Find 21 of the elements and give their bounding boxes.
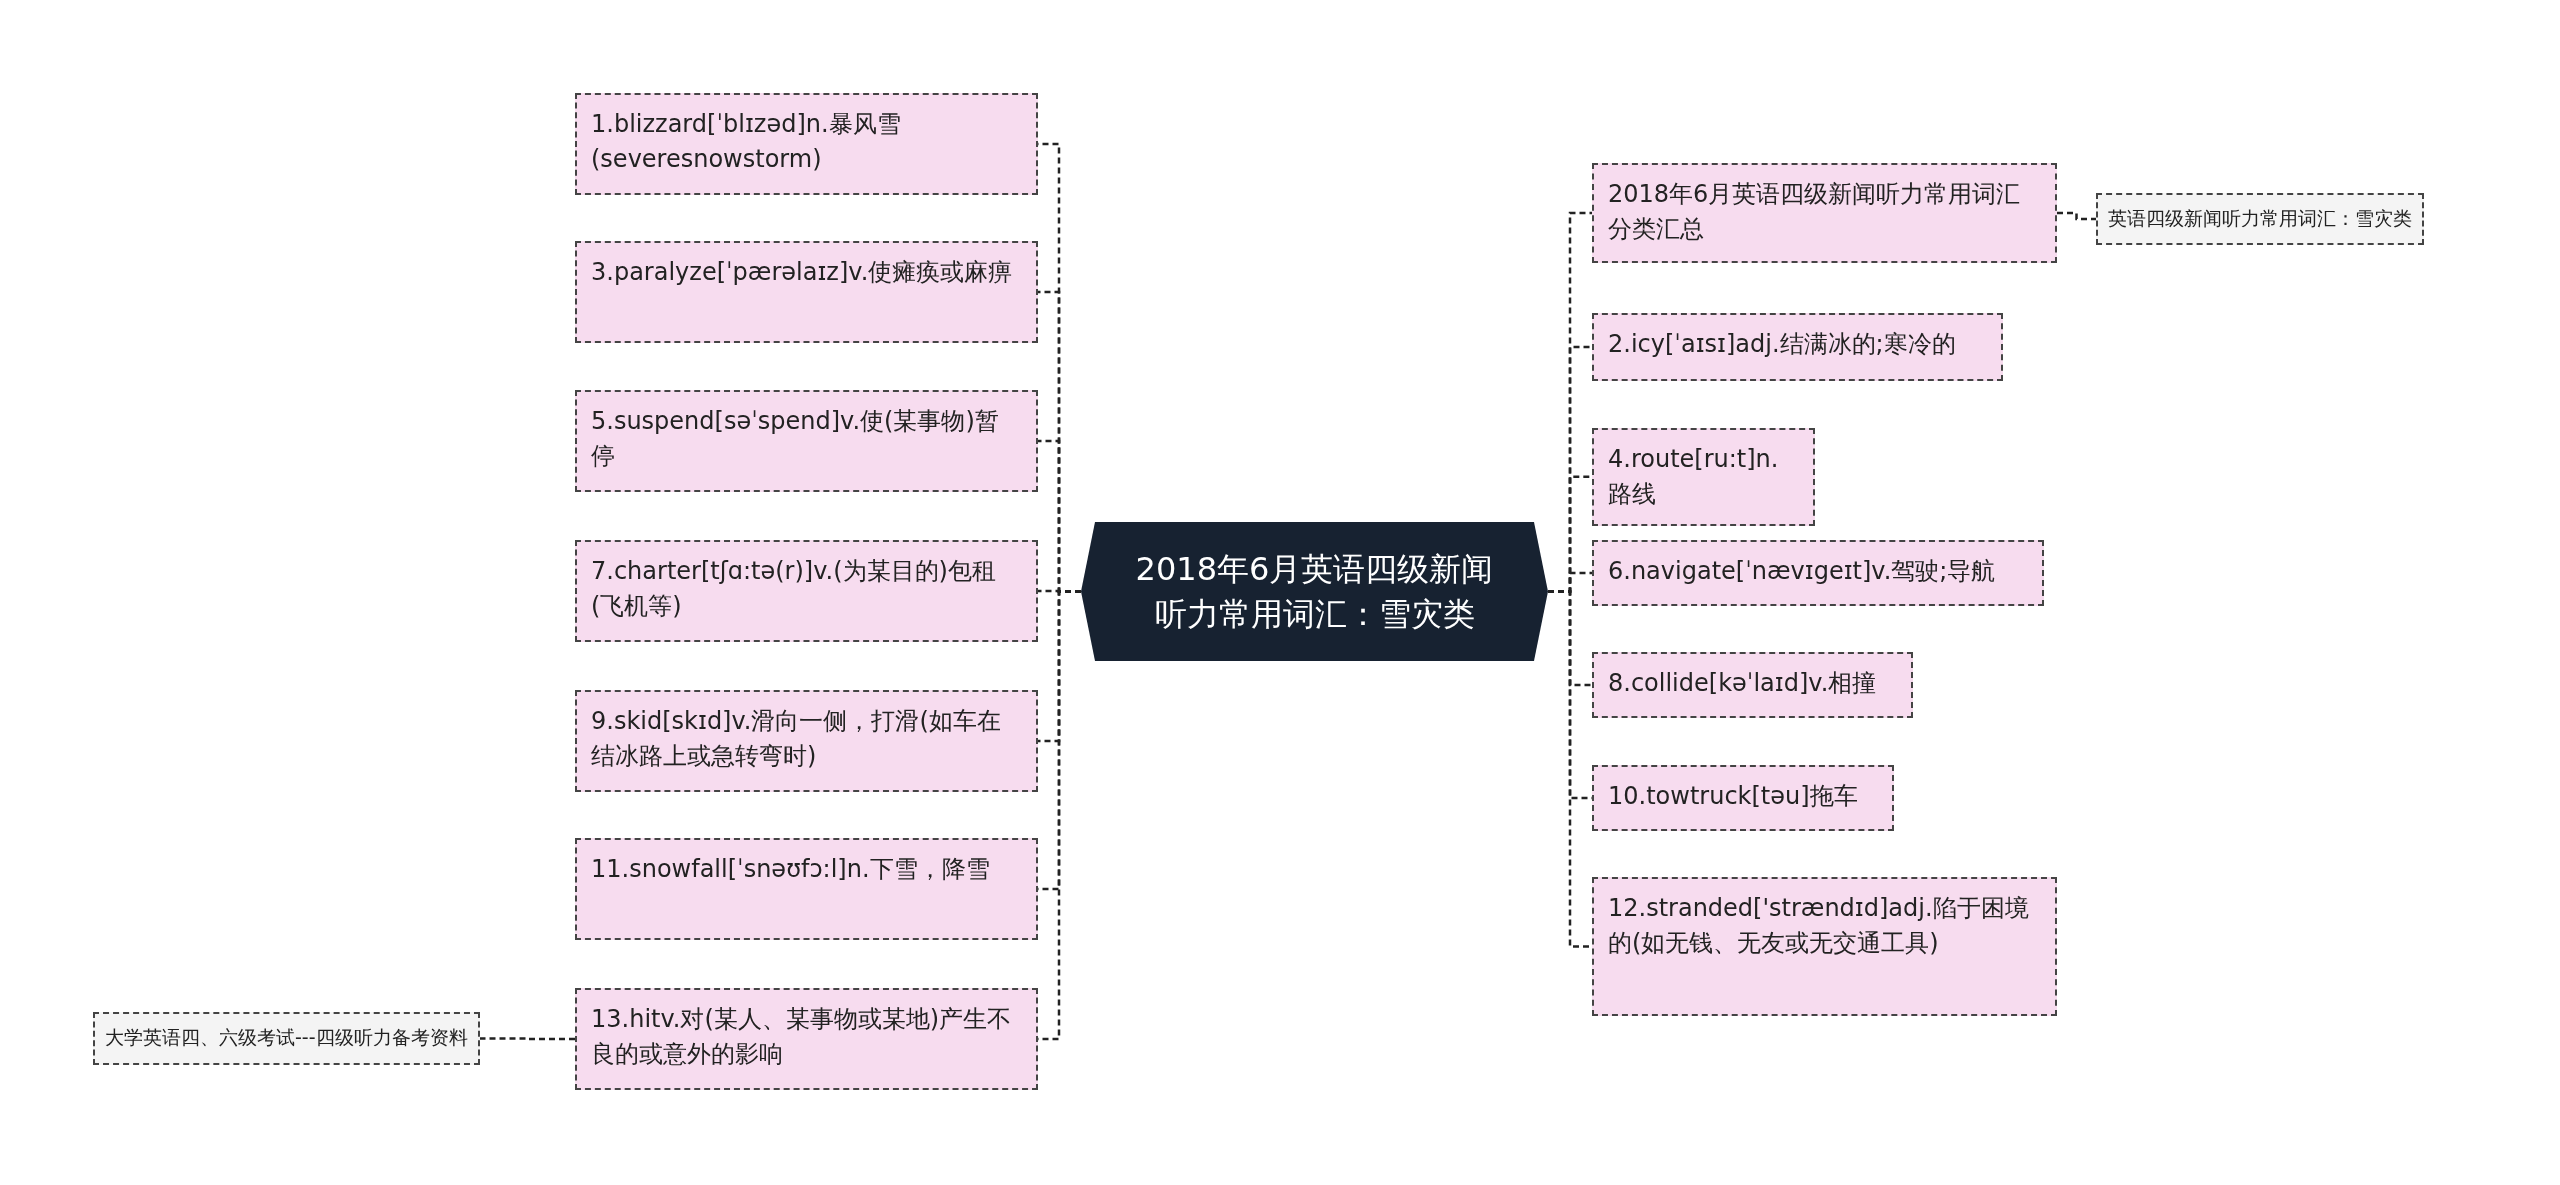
topic-box: 10.towtruck[təu]拖车: [1592, 765, 1894, 831]
topic-box: 2.icy[ˈaɪsɪ]adj.结满冰的;寒冷的: [1592, 313, 2003, 381]
topic-box: 12.stranded['strændɪd]adj.陷于困境的(如无钱、无友或无交通工具): [1592, 877, 2057, 1016]
topic-box: 3.paralyze[ˈpærəlaɪz]v.使瘫痪或麻痹: [575, 241, 1038, 343]
topic-box: 9.skid[skɪd]v.滑向一侧，打滑(如车在结冰路上或急转弯时): [575, 690, 1038, 792]
note-box: 英语四级新闻听力常用词汇：雪灾类: [2096, 193, 2424, 245]
connector-line: [1038, 590, 1081, 1041]
topic-box: 7.charter[tʃɑ:tə(r)]v.(为某目的)包租(飞机等): [575, 540, 1038, 642]
topic-box: 8.collide[kəˈlaɪd]v.相撞: [1592, 652, 1913, 718]
topic-box: 1.blizzard[ˈblɪzəd]n.暴风雪(severesnowstorm): [575, 93, 1038, 195]
topic-box: 5.suspend[səˈspend]v.使(某事物)暂停: [575, 390, 1038, 492]
connector-line: [1548, 590, 1592, 948]
note-box: 大学英语四、六级考试---四级听力备考资料: [93, 1012, 480, 1065]
topic-box: 6.navigate[ˈnævɪgeɪt]v.驾驶;导航: [1592, 540, 2044, 606]
topic-box: 2018年6月英语四级新闻听力常用词汇分类汇总: [1592, 163, 2057, 263]
connector-line: [479, 1037, 575, 1041]
connector-line: [2057, 211, 2096, 221]
topic-box: 13.hitv.对(某人、某事物或某地)产生不良的或意外的影响: [575, 988, 1038, 1090]
central-topic: 2018年6月英语四级新闻听力常用词汇：雪灾类: [1081, 522, 1548, 661]
topic-box: 11.snowfall[ˈsnəʊfɔ:l]n.下雪，降雪: [575, 838, 1038, 940]
topic-box: 4.route[ru:t]n.路线: [1592, 428, 1815, 526]
